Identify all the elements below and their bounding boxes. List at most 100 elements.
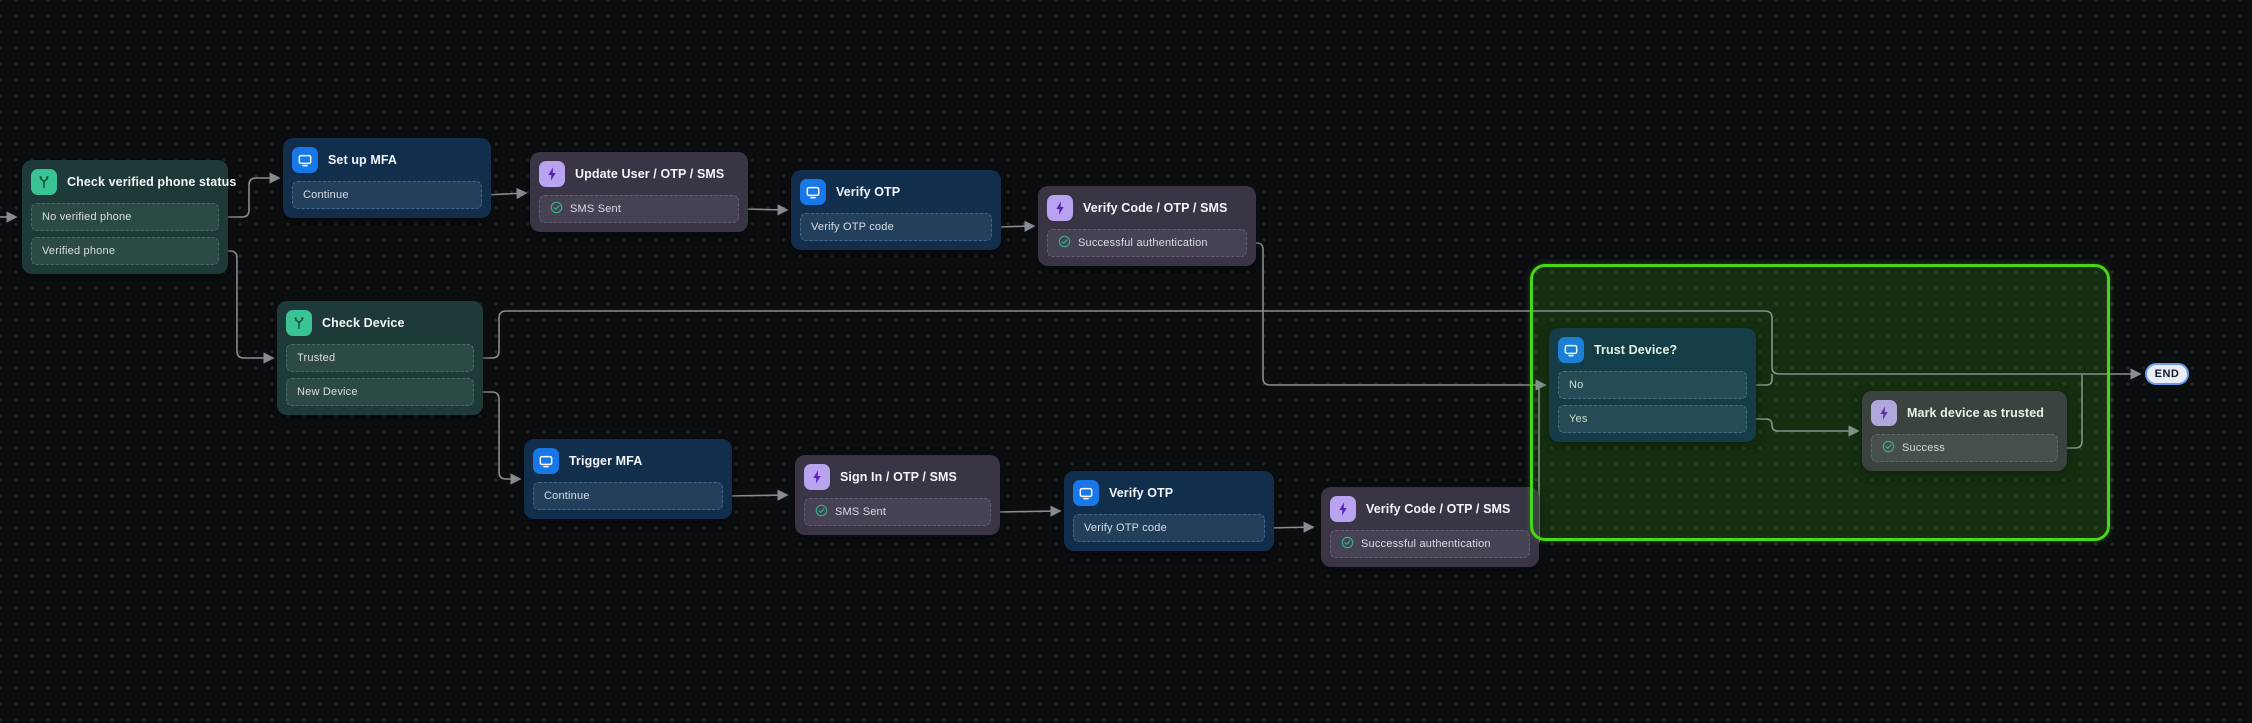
output-row-continue[interactable]: Continue	[533, 482, 723, 510]
wire	[477, 391, 522, 485]
node-title: Verify Code / OTP / SMS	[1083, 201, 1228, 215]
output-row-new-device[interactable]: New Device	[286, 378, 474, 406]
output-row-no[interactable]: No	[1558, 371, 1747, 399]
wire	[994, 220, 1036, 232]
output-label: Successful authentication	[1361, 538, 1491, 550]
wire	[725, 489, 789, 501]
output-label: Successful authentication	[1078, 237, 1208, 249]
lightning-icon	[804, 464, 830, 490]
lightning-icon	[1330, 496, 1356, 522]
output-label: Verify OTP code	[1084, 522, 1167, 534]
output-label: Continue	[544, 490, 590, 502]
output-row-continue[interactable]: Continue	[292, 181, 482, 209]
node-title: Check verified phone status	[67, 175, 237, 189]
output-row-sms-sent[interactable]: SMS Sent	[804, 498, 991, 526]
output-label: SMS Sent	[570, 203, 622, 215]
check-circle-icon	[1058, 235, 1071, 251]
node-header: Mark device as trusted	[1871, 400, 2058, 426]
end-node-label: END	[2154, 368, 2180, 380]
trigger-mfa-node[interactable]: Trigger MFA Continue	[524, 439, 732, 519]
lightning-icon	[539, 161, 565, 187]
wire	[484, 187, 528, 200]
node-header: Verify OTP	[1073, 480, 1265, 506]
screen-icon	[533, 448, 559, 474]
update-user-otp-sms-node[interactable]: Update User / OTP / SMS SMS Sent	[530, 152, 748, 232]
output-row-successful-authentication[interactable]: Successful authentication	[1330, 530, 1530, 558]
wire	[1750, 374, 1773, 386]
screen-icon	[1073, 480, 1099, 506]
output-row-trusted[interactable]: Trusted	[286, 344, 474, 372]
output-row-verify-otp-code[interactable]: Verify OTP code	[800, 213, 992, 241]
output-label: Trusted	[297, 352, 336, 364]
sign-in-otp-sms-node[interactable]: Sign In / OTP / SMS SMS Sent	[795, 455, 1000, 535]
node-title: Verify Code / OTP / SMS	[1366, 502, 1511, 516]
wire	[993, 505, 1062, 517]
screen-icon	[1558, 337, 1584, 363]
set-up-mfa-node[interactable]: Set up MFA Continue	[283, 138, 491, 218]
output-row-yes[interactable]: Yes	[1558, 405, 1747, 433]
node-header: Trust Device?	[1558, 337, 1747, 363]
node-header: Verify OTP	[800, 179, 992, 205]
check-verified-phone-status-node[interactable]: Check verified phone status No verified p…	[22, 160, 236, 274]
screen-icon	[292, 147, 318, 173]
branch-icon	[31, 169, 57, 195]
node-title: Check Device	[322, 316, 405, 330]
node-title: Mark device as trusted	[1907, 406, 2044, 420]
node-title: Update User / OTP / SMS	[575, 167, 725, 181]
node-header: Update User / OTP / SMS	[539, 161, 739, 187]
output-label: No verified phone	[42, 211, 132, 223]
check-circle-icon	[1341, 536, 1354, 552]
check-circle-icon	[1882, 440, 1895, 456]
wire	[477, 310, 2142, 380]
output-label: New Device	[297, 386, 358, 398]
output-row-success[interactable]: Success	[1871, 434, 2058, 462]
wire	[741, 204, 789, 216]
wire	[222, 250, 275, 364]
output-row-successful-authentication[interactable]: Successful authentication	[1047, 229, 1247, 257]
output-row-sms-sent[interactable]: SMS Sent	[539, 195, 739, 223]
node-header: Check verified phone status	[31, 169, 236, 195]
wire	[1267, 521, 1315, 533]
verify-otp-2-node[interactable]: Verify OTP Verify OTP code	[1064, 471, 1274, 551]
check-circle-icon	[550, 201, 563, 217]
node-header: Sign In / OTP / SMS	[804, 464, 991, 490]
check-circle-icon	[815, 504, 828, 520]
verify-otp-1-node[interactable]: Verify OTP Verify OTP code	[791, 170, 1001, 250]
node-title: Set up MFA	[328, 153, 398, 167]
lightning-icon	[1871, 400, 1897, 426]
output-label: Yes	[1569, 413, 1588, 425]
output-label: Continue	[303, 189, 349, 201]
output-row-verified-phone[interactable]: Verified phone	[31, 237, 219, 265]
lightning-icon	[1047, 195, 1073, 221]
node-title: Verify OTP	[1109, 486, 1174, 500]
verify-code-otp-sms-1-node[interactable]: Verify Code / OTP / SMS Successful authen…	[1038, 186, 1256, 266]
screen-icon	[800, 179, 826, 205]
wire	[1750, 418, 1860, 437]
output-label: Verified phone	[42, 245, 116, 257]
node-title: Trigger MFA	[569, 454, 643, 468]
output-label: Verify OTP code	[811, 221, 894, 233]
wire	[1250, 242, 1547, 391]
verify-code-otp-sms-2-node[interactable]: Verify Code / OTP / SMS Successful authen…	[1321, 487, 1539, 567]
output-row-verify-otp-code[interactable]: Verify OTP code	[1073, 514, 1265, 542]
output-row-no-verified-phone[interactable]: No verified phone	[31, 203, 219, 231]
node-header: Verify Code / OTP / SMS	[1047, 195, 1247, 221]
node-title: Sign In / OTP / SMS	[840, 470, 957, 484]
wire	[222, 172, 281, 218]
output-label: SMS Sent	[835, 506, 887, 518]
node-header: Set up MFA	[292, 147, 482, 173]
wire	[2061, 375, 2083, 449]
node-title: Verify OTP	[836, 185, 901, 199]
output-label: No	[1569, 379, 1584, 391]
output-label: Success	[1902, 442, 1945, 454]
node-header: Check Device	[286, 310, 474, 336]
node-header: Trigger MFA	[533, 448, 723, 474]
node-header: Verify Code / OTP / SMS	[1330, 496, 1530, 522]
node-title: Trust Device?	[1594, 343, 1678, 357]
end-node[interactable]: END	[2145, 363, 2189, 385]
